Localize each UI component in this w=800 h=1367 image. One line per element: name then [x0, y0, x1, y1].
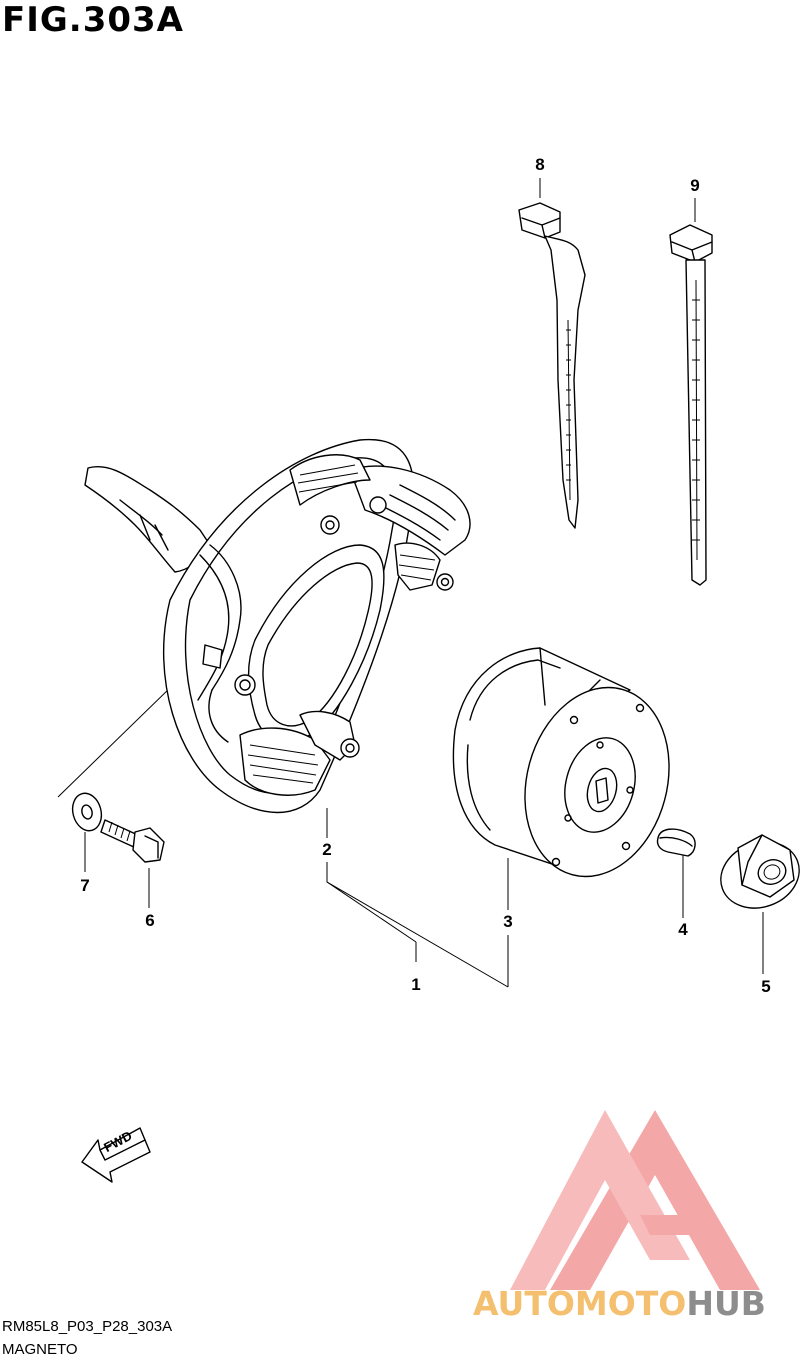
figure-code: RM85L8_P03_P28_303A	[2, 1318, 173, 1335]
stator-assembly-part-2	[84, 438, 471, 814]
callout-7: 7	[80, 876, 90, 895]
watermark-accent-text: AUTOMOTO	[473, 1284, 687, 1323]
bolt-part-6	[100, 819, 165, 863]
cable-tie-part-9	[669, 224, 713, 586]
flange-nut-part-5	[720, 834, 800, 909]
callout-9: 9	[690, 176, 700, 195]
washer-part-7	[71, 792, 103, 832]
figure-title: FIG.303A	[2, 0, 184, 40]
callout-4: 4	[678, 920, 688, 939]
callout-6: 6	[145, 911, 155, 930]
watermark-text: AUTOMOTOHUB	[473, 1284, 766, 1323]
fwd-direction-arrow	[81, 1127, 151, 1183]
woodruff-key-part-4	[656, 828, 696, 857]
callout-8: 8	[535, 155, 545, 174]
cable-tie-clip-part-8	[518, 202, 586, 529]
flywheel-rotor-part-3	[452, 647, 670, 878]
callout-2: 2	[322, 840, 332, 859]
watermark-logo	[510, 1110, 760, 1290]
callout-1: 1	[411, 975, 421, 994]
figure-caption: MAGNETO	[2, 1341, 78, 1358]
callout-5: 5	[761, 977, 771, 996]
leader-lines	[57, 178, 764, 988]
watermark-plain-text: HUB	[686, 1284, 766, 1323]
callout-3: 3	[503, 912, 513, 931]
